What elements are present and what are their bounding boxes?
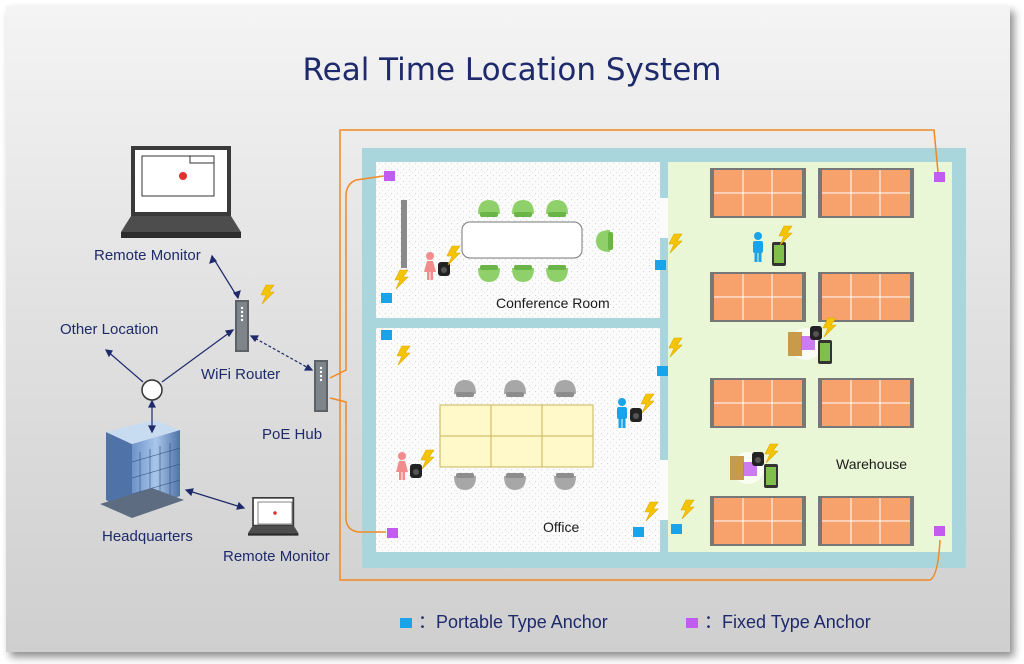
headquarters-label: Headquarters [102, 528, 193, 545]
remote-monitor-top-label: Remote Monitor [94, 247, 201, 264]
legend-fixed-label: ：Fixed Type Anchor [704, 612, 871, 632]
legend-fixed: ：Fixed Type Anchor [686, 608, 871, 634]
remote-monitor-bottom-label: Remote Monitor [223, 548, 330, 565]
page-title: Real Time Location System [302, 52, 722, 88]
portable-anchors [381, 233, 695, 537]
headquarters-building-icon [100, 420, 184, 518]
legend-portable: ：Portable Type Anchor [400, 608, 608, 634]
fixed-anchors [384, 171, 945, 538]
internet-node-icon [141, 379, 163, 401]
portable-anchor-swatch [400, 618, 412, 629]
legend-portable-label: ：Portable Type Anchor [418, 612, 608, 632]
remote-monitor-top-icon [121, 146, 241, 238]
office-furniture [396, 380, 655, 490]
fixed-anchor-swatch [686, 618, 698, 629]
warehouse-label: Warehouse [836, 456, 908, 472]
conference-furniture [401, 200, 613, 282]
wifi-router-label: WiFi Router [201, 366, 281, 383]
poe-hub-icon [314, 360, 328, 412]
remote-monitor-bottom-icon [248, 497, 299, 536]
other-location-label: Other Location [60, 321, 159, 338]
office-label: Office [543, 519, 580, 535]
anchor-cable [329, 129, 941, 581]
wifi-router-icon [235, 284, 275, 352]
warehouse-tracked-assets [730, 225, 837, 488]
network-links [104, 254, 314, 510]
poe-hub-label: PoE Hub [262, 426, 323, 443]
conference-room-label: Conference Room [496, 295, 610, 311]
